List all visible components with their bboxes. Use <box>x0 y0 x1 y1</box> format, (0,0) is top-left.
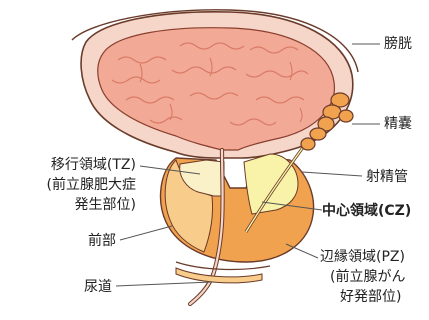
label-transition-zone-note-1: (前立腺肥大症 <box>2 176 136 194</box>
label-seminal-vesicle: 精嚢 <box>384 115 412 133</box>
label-ejaculatory-duct: 射精管 <box>366 168 408 186</box>
label-urethra: 尿道 <box>60 278 112 296</box>
leader-anterior <box>120 226 172 240</box>
label-peripheral-zone-note-1: (前立腺がん <box>330 268 405 286</box>
label-peripheral-zone: 辺縁領域(PZ) <box>320 248 405 266</box>
label-central-zone: 中心領域(CZ) <box>322 202 411 220</box>
pelvic-floor <box>176 262 270 269</box>
label-transition-zone-note-2: 発生部位) <box>2 196 136 214</box>
leader-urethra <box>116 282 212 286</box>
perineal-membrane <box>176 268 262 283</box>
label-bladder: 膀胱 <box>384 35 412 53</box>
leader-ejaculatory-duct <box>302 172 362 176</box>
leader-peripheral-zone <box>286 244 318 258</box>
label-anterior: 前部 <box>60 232 116 250</box>
label-peripheral-zone-note-2: 好発部位) <box>340 288 401 306</box>
label-transition-zone: 移行領域(TZ) <box>2 156 136 174</box>
